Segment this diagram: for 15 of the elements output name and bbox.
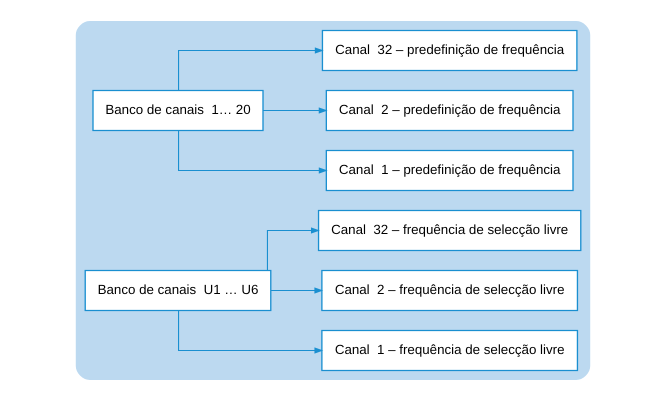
arrow xyxy=(178,310,323,354)
arrow xyxy=(262,107,328,114)
arrow xyxy=(178,47,324,90)
arrow xyxy=(178,130,328,174)
node-box: Canal 32 – frequência de selecção livre xyxy=(317,210,581,252)
node-box: Canal 2 – frequência de selecção livre xyxy=(320,270,578,312)
node-box: Canal 2 – predefinição de frequência xyxy=(325,90,574,132)
arrow xyxy=(270,287,323,294)
node-box: Canal 1 – frequência de selecção livre xyxy=(320,330,578,372)
node-box: Canal 32 – predefinição de frequência xyxy=(321,30,578,72)
cluster xyxy=(75,21,590,380)
node-box: Banco de canais U1 … U6 xyxy=(84,270,271,312)
node-box: Banco de canais 1… 20 xyxy=(92,90,264,132)
node-box: Canal 1 – predefinição de frequência xyxy=(325,150,574,192)
arrow xyxy=(266,227,320,270)
